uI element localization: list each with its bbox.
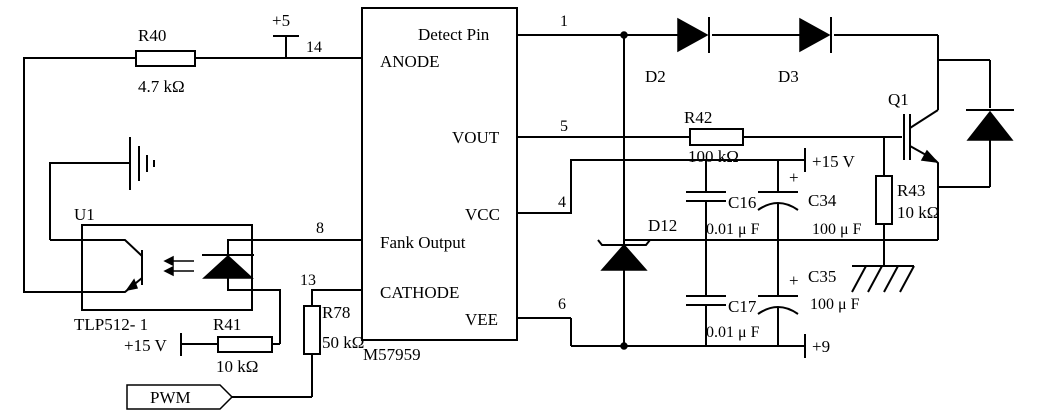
r43-ref: R43 [897,181,925,200]
d2-ref: D2 [645,67,666,86]
capacitor-c17-icon [686,295,726,306]
r41-net [180,333,280,356]
diode-d3-icon [799,17,832,53]
c34-value: 100 μ F [812,221,862,238]
resistor-r40 [135,50,196,67]
transistor-q1-icon [903,109,939,187]
ic-pin-vout-label: VOUT [452,128,500,147]
pin-number-6: 6 [558,296,566,313]
resistor-r42 [689,128,744,146]
resistor-r41 [217,336,273,353]
resistor-r43 [875,175,893,225]
freewheel-diode-icon [966,109,1014,141]
ic-pin-detect-label: Detect Pin [418,25,490,44]
d3-ref: D3 [778,67,799,86]
ground-rail-mid [624,187,939,241]
chassis-ground-icon [851,265,915,293]
c16-ref: C16 [728,193,756,212]
pin-number-4: 4 [558,194,566,211]
c17-c35-net [705,240,779,346]
c17-ref: C17 [728,297,757,316]
ic-part-number: M57959 [363,345,421,364]
pin-number-14: 14 [306,39,322,56]
c35-ref: C35 [808,267,836,286]
c35-value: 100 μ F [810,296,860,313]
ic-m57959-body [361,7,518,341]
c34-ref: C34 [808,191,837,210]
r41-value: 10 kΩ [216,357,258,376]
cathode-net [232,289,362,398]
q1-ref: Q1 [888,90,909,109]
ic-pin-fault-label: Fank Output [380,233,466,252]
c16-value: 0.01 μ F [706,221,760,238]
r40-value: 4.7 kΩ [138,77,185,96]
pwm-input-connector [126,384,234,410]
plus9-label: +9 [812,337,830,356]
r42-ref: R42 [684,108,712,127]
resistor-r78 [303,305,321,355]
pin-number-8: 8 [316,220,324,237]
ic-pin-vee-label: VEE [465,310,498,329]
d12-ref: D12 [648,216,677,235]
ic-pin-cathode-label: CATHODE [380,283,459,302]
optocoupler-u1-body [81,224,253,311]
pwm-label: PWM [150,388,191,407]
u1-ref: U1 [74,205,95,224]
r78-ref: R78 [322,303,350,322]
pin-number-1: 1 [560,13,568,30]
u1-part: TLP512- 1 [74,315,148,334]
opto-light-arrows-icon [163,255,194,277]
r78-value: 50 kΩ [322,333,364,352]
plus15-left-label: +15 V [124,336,168,355]
zener-d12-icon [597,35,651,350]
detect-net [517,31,991,188]
pin-number-5: 5 [560,118,568,135]
c34-plus: + [789,168,799,187]
vcc-net [517,148,806,240]
ic-pin-anode-label: ANODE [380,52,440,71]
plus5-label: +5 [272,11,290,30]
vee-net [517,317,806,358]
r40-ref: R40 [138,26,166,45]
c17-value: 0.01 μ F [706,324,760,341]
opto-led-icon [202,239,362,344]
r43-value: 10 kΩ [897,203,939,222]
capacitor-c35-icon [757,295,799,315]
capacitor-c34-icon [757,191,799,211]
pin-number-13: 13 [300,272,316,289]
diode-d2-icon [677,17,710,53]
ground-icon [49,137,155,240]
r41-ref: R41 [213,315,241,334]
anode-net [23,35,362,293]
ic-pin-vcc-label: VCC [465,205,500,224]
c35-plus: + [789,271,799,290]
capacitor-c16-icon [686,191,726,202]
opto-transistor-icon [50,239,143,293]
plus15-right-label: +15 V [812,152,856,171]
r42-value: 100 kΩ [688,147,739,166]
